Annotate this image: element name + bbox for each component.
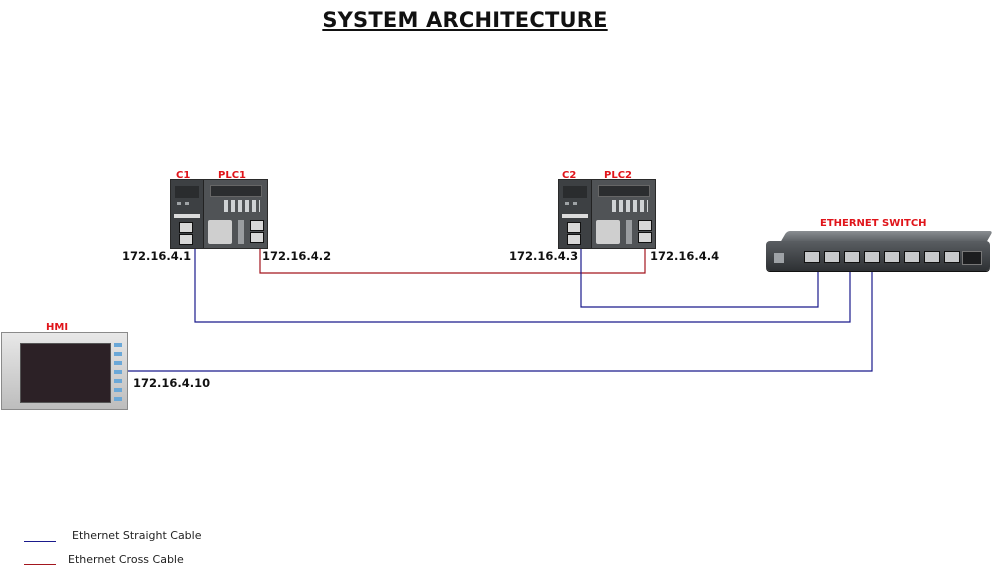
hmi-panel-icon [1,332,128,410]
ip-c2: 172.16.4.3 [509,249,579,263]
c1-label: C1 [176,170,191,181]
c2-label: C2 [562,170,577,181]
plc2-label: PLC2 [604,170,632,181]
ip-c1: 172.16.4.1 [122,249,192,263]
plc1-rack-icon [170,179,268,249]
ip-hmi: 172.16.4.10 [133,376,211,390]
ethernet-switch-icon [766,231,993,271]
plc1-label: PLC1 [218,170,246,181]
legend-cross-line [24,564,56,565]
straight-cable-hmi-switch [128,262,873,372]
page-title: SYSTEM ARCHITECTURE [322,8,608,32]
ip-plc2: 172.16.4.4 [650,249,720,263]
legend-straight-text: Ethernet Straight Cable [72,529,202,542]
plc2-rack-icon [558,179,656,249]
straight-cable-c1-switch [194,232,851,323]
legend-straight-line [24,541,56,542]
ip-plc1: 172.16.4.2 [262,249,332,263]
switch-label: ETHERNET SWITCH [820,218,927,229]
cross-cable-plc1-plc2 [259,232,646,274]
straight-cable-c2-switch [580,232,819,308]
hmi-label: HMI [46,322,69,333]
legend-cross-text: Ethernet Cross Cable [68,553,184,566]
